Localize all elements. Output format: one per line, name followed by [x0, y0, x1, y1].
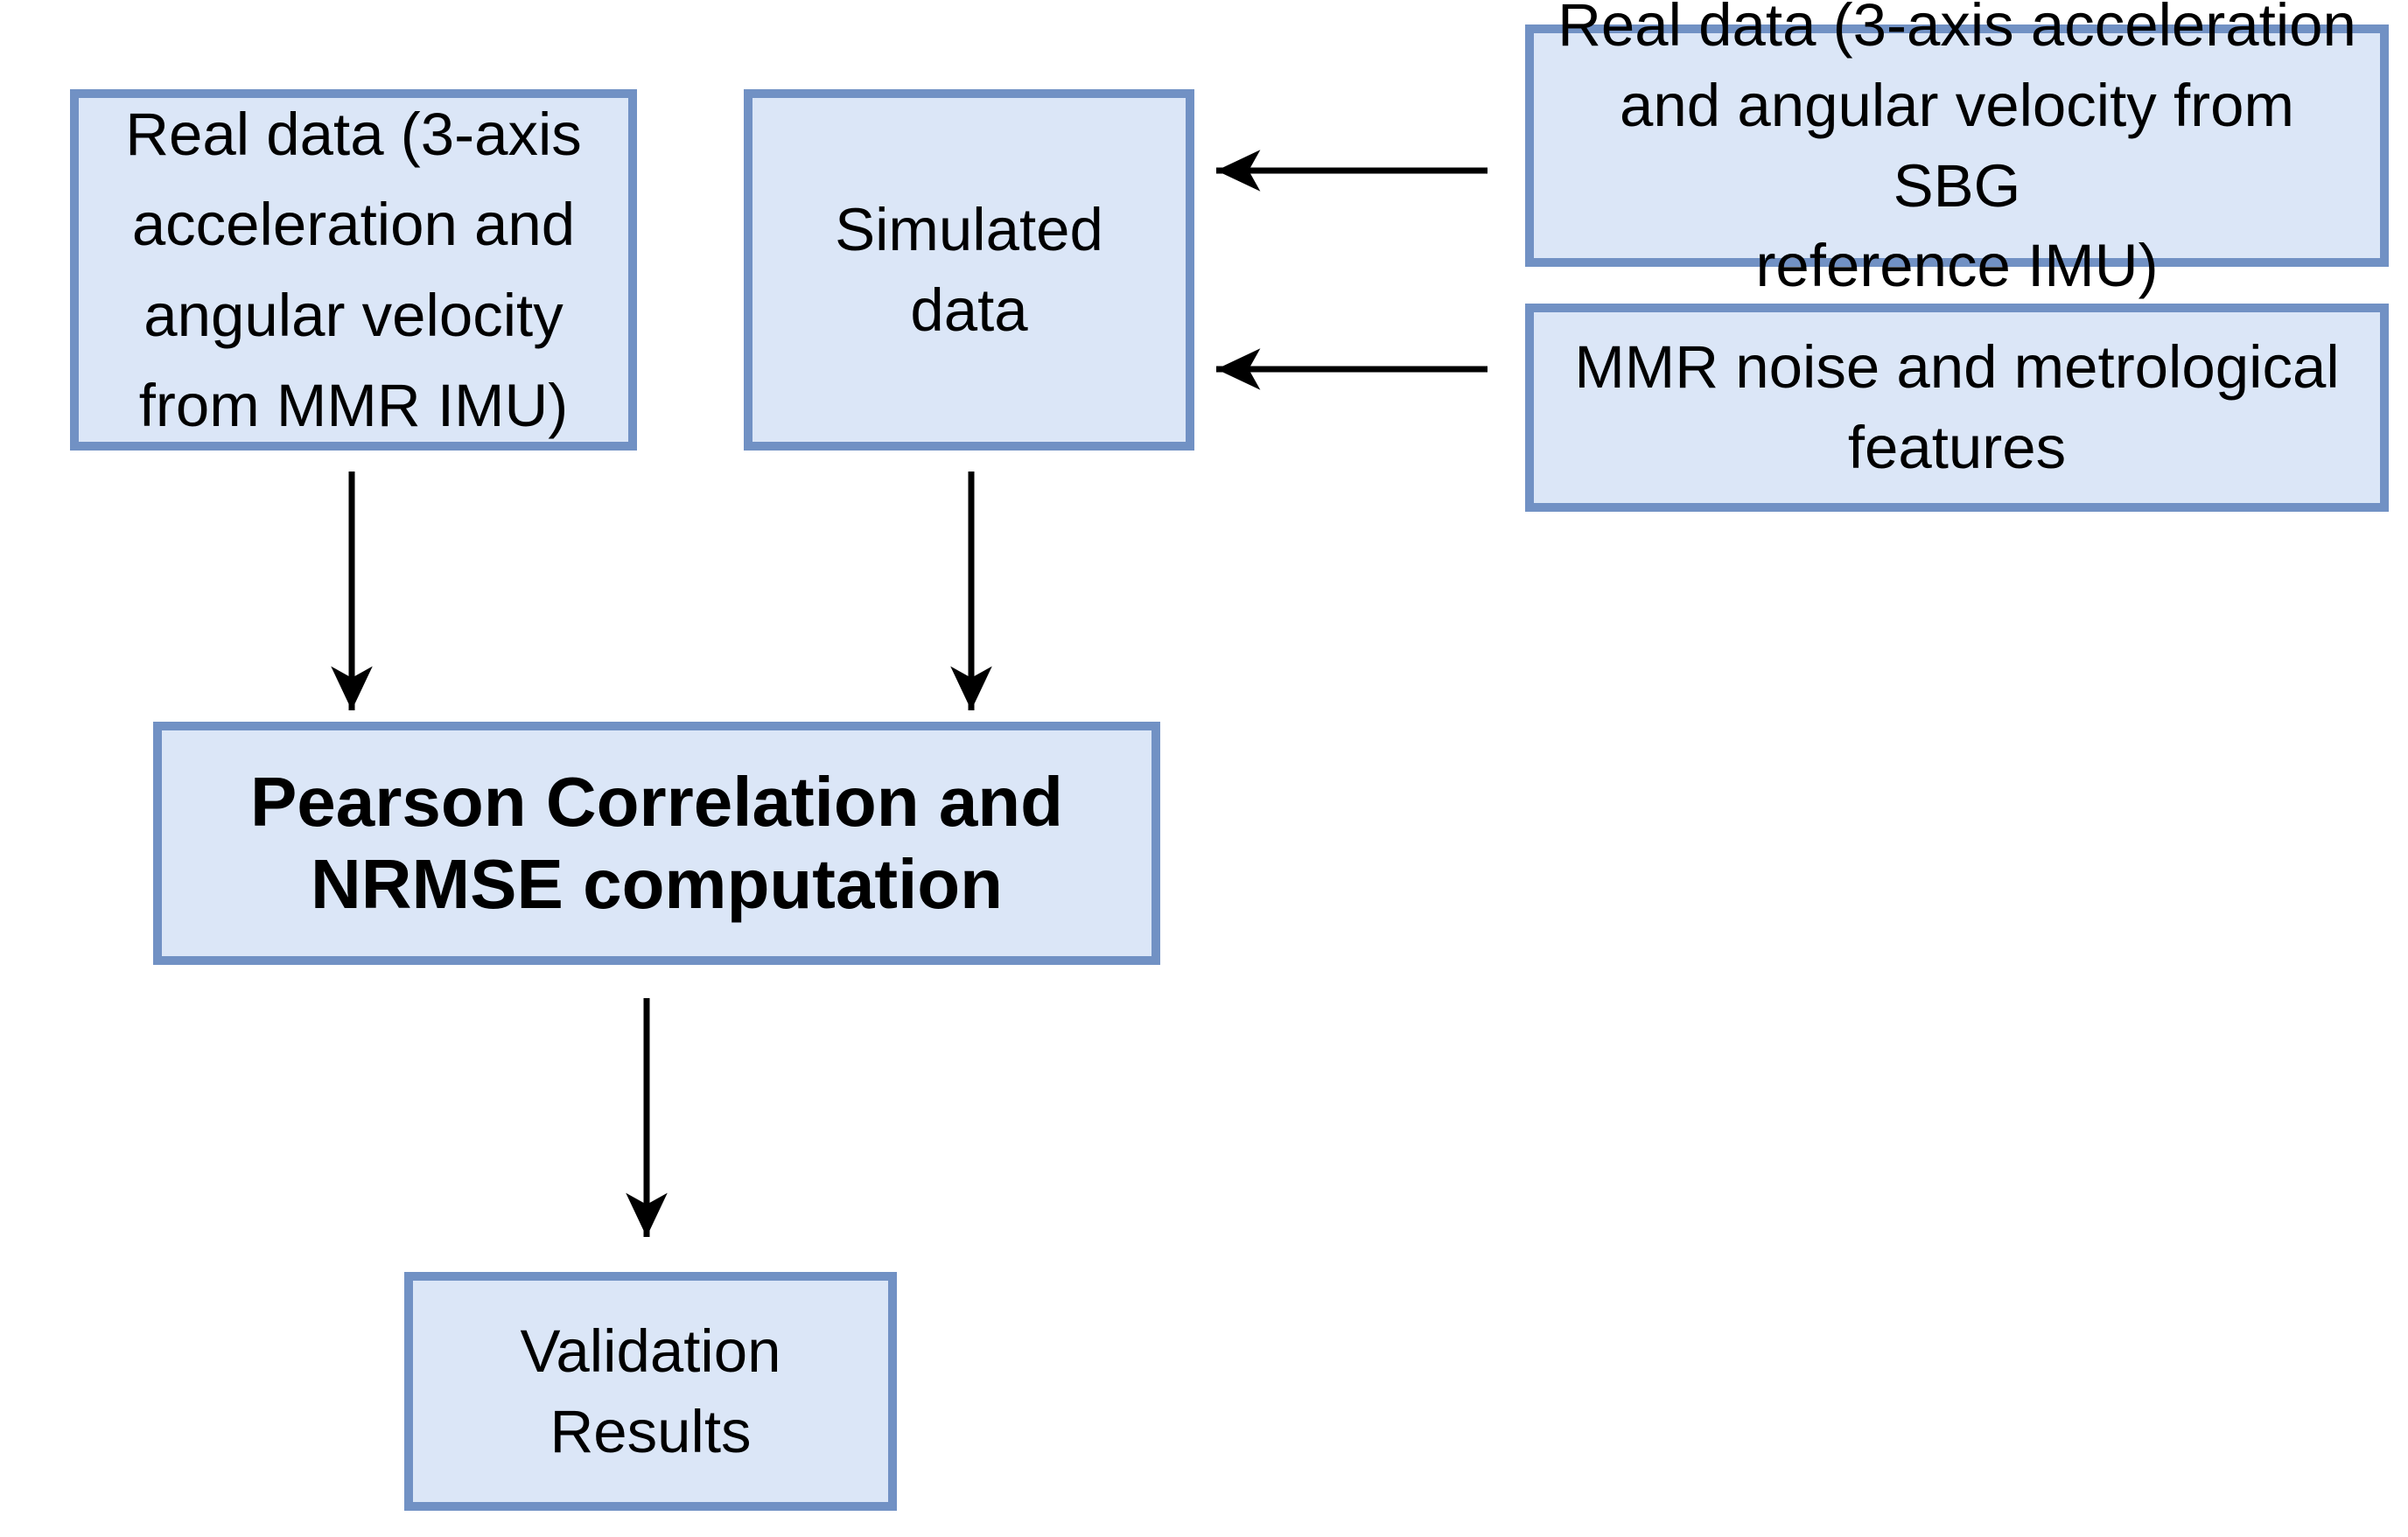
box-mmr-noise-label: MMR noise and metrological features — [1574, 333, 2340, 481]
box-real-data-mmr: Real data (3-axis acceleration and angul… — [70, 89, 637, 451]
box-real-data-sbg-label: Real data (3-axis acceleration and angul… — [1558, 0, 2356, 300]
box-real-data-sbg: Real data (3-axis acceleration and angul… — [1525, 0, 2389, 299]
box-validation-results: Validation Results — [404, 1272, 897, 1511]
box-pearson-nrmse: Pearson Correlation and NRMSE computatio… — [153, 722, 1160, 965]
box-real-data-mmr-label: Real data (3-axis acceleration and angul… — [125, 100, 582, 440]
box-simulated-data-label: Simulated data — [835, 195, 1103, 344]
box-mmr-noise: MMR noise and metrological features — [1525, 304, 2389, 512]
box-simulated-data: Simulated data — [744, 89, 1194, 451]
box-pearson-nrmse-label: Pearson Correlation and NRMSE computatio… — [249, 762, 1064, 923]
box-validation-results-label: Validation Results — [520, 1317, 781, 1465]
